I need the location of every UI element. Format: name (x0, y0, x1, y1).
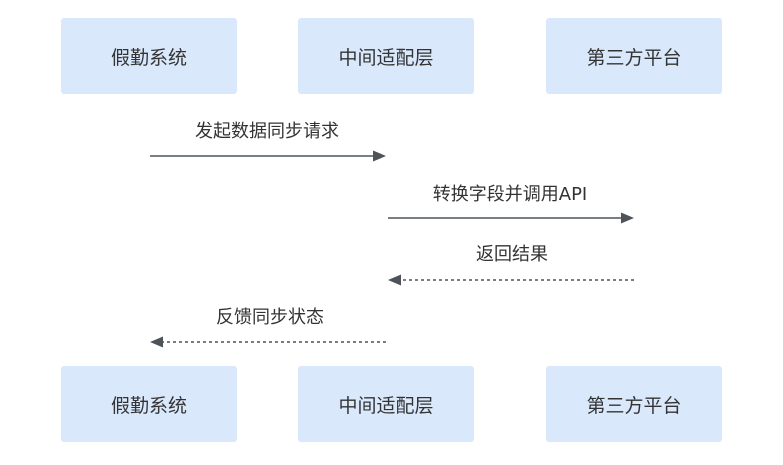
actor-label: 假勤系统 (110, 394, 187, 417)
actor-top-third-party-platform: 第三方平台 (546, 18, 722, 94)
actor-bottom-third-party-platform: 第三方平台 (546, 366, 722, 442)
arrow-feedback-status (150, 336, 386, 348)
actor-bottom-adapter-layer: 中间适配层 (298, 366, 474, 442)
actor-label: 第三方平台 (586, 394, 682, 417)
actor-label: 中间适配层 (338, 394, 434, 417)
message-label-sync-request: 发起数据同步请求 (195, 121, 339, 142)
actor-label: 中间适配层 (338, 46, 434, 69)
message-label-feedback-status: 反馈同步状态 (216, 307, 324, 328)
actor-bottom-attendance-system: 假勤系统 (61, 366, 237, 442)
message-label-convert-call-api: 转换字段并调用API (432, 184, 588, 205)
message-label-return-result: 返回结果 (476, 244, 548, 265)
arrow-return-result (388, 274, 634, 286)
arrow-sync-request (150, 150, 386, 162)
actor-top-attendance-system: 假勤系统 (61, 18, 237, 94)
arrow-convert-call-api (388, 212, 634, 224)
actor-top-adapter-layer: 中间适配层 (298, 18, 474, 94)
actor-label: 假勤系统 (110, 46, 187, 69)
actor-label: 第三方平台 (586, 46, 682, 69)
